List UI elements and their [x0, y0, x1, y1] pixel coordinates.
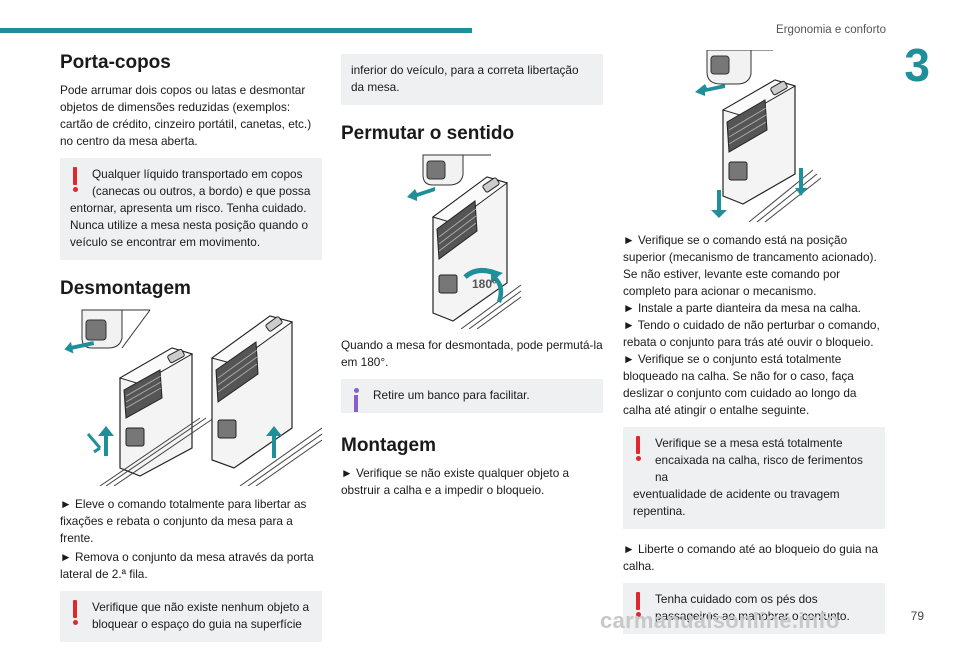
warning-box-liquids: Qualquer líquido transportado em copos (… [60, 158, 322, 260]
warning-text-rest: eventualidade de acidente ou travagem re… [633, 487, 840, 518]
chapter-number: 3 [904, 39, 930, 91]
porta-copos-intro: Pode arrumar dois copos ou latas e desmo… [60, 83, 312, 148]
column-3: ► Verifique se o comando está na posição… [623, 50, 885, 646]
rotate-illustration: 180° [407, 154, 522, 329]
warning-box-engaged: Verifique se a mesa está totalmente enca… [623, 427, 885, 529]
warning-box-feet: Tenha cuidado com os pés dos passageiros… [623, 583, 885, 634]
mounting-illustration [695, 50, 822, 222]
column-2: inferior do veículo, para a correta libe… [341, 52, 603, 507]
mounting-step-5: ► Verifique se o conjunto está totalment… [623, 352, 857, 417]
rotate-text: Quando a mesa for desmontada, pode permu… [341, 338, 603, 369]
removal-step-1: ► Eleve o comando totalmente para libert… [60, 497, 307, 545]
removal-illustration [64, 309, 322, 486]
warning-box-continuation: inferior do veículo, para a correta libe… [341, 54, 603, 105]
section-title-permutar: Permutar o sentido [341, 123, 515, 144]
section-title-desmontagem: Desmontagem [60, 278, 191, 299]
warning-text-lead: Verifique se a mesa está totalmente enca… [655, 436, 863, 484]
warning-text: Tenha cuidado com os pés dos passageiros… [655, 592, 850, 623]
section-header-title: Ergonomia e conforto [776, 24, 886, 36]
mounting-step-2: ► Verifique se o comando está na posição… [623, 233, 877, 298]
warning-icon [72, 600, 78, 626]
warning-text-lead: Verifique que não existe nenhum objeto a… [92, 600, 310, 631]
section-title-montagem: Montagem [341, 435, 436, 456]
column-1: Porta-copos Pode arrumar dois copos ou l… [60, 52, 322, 654]
page-number: 79 [910, 609, 924, 623]
warning-icon [635, 436, 641, 462]
warning-icon [72, 167, 78, 193]
mounting-step-6: ► Liberte o comando até ao bloqueio do g… [623, 542, 879, 573]
mounting-step-1: ► Verifique se não existe qualquer objet… [341, 466, 570, 497]
removal-step-2: ► Remova o conjunto da mesa através da p… [60, 550, 314, 581]
section-title-porta-copos: Porta-copos [60, 52, 171, 73]
rotation-label: 180° [472, 277, 497, 291]
warning-continuation-text: inferior do veículo, para a correta libe… [351, 63, 579, 94]
info-text: Retire um banco para facilitar. [373, 388, 530, 402]
warning-box-guide: Verifique que não existe nenhum objeto a… [60, 591, 322, 642]
info-box: Retire um banco para facilitar. [341, 379, 603, 413]
header-accent-bar [0, 28, 472, 33]
warning-text-rest: entornar, apresenta um risco. Tenha cuid… [70, 201, 309, 249]
warning-icon [635, 592, 641, 618]
mounting-step-3: ► Instale a parte dianteira da mesa na c… [623, 301, 861, 315]
info-icon [353, 388, 359, 414]
mounting-step-4: ► Tendo o cuidado de não perturbar o com… [623, 318, 880, 349]
watermark: carmanualsonline.info [600, 608, 840, 633]
warning-text-lead: Qualquer líquido transportado em copos (… [92, 167, 311, 198]
